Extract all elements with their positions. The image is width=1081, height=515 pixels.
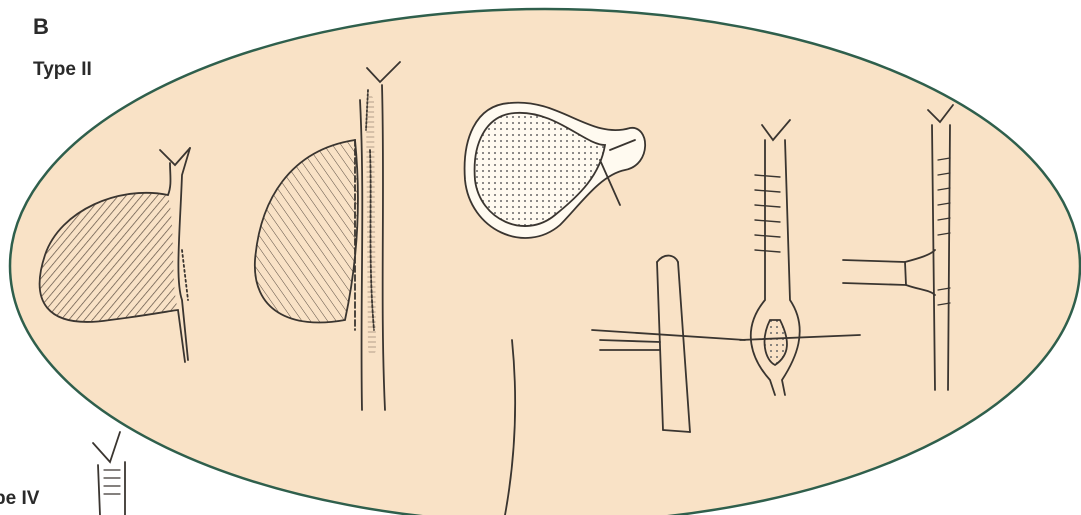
drawing-type-iv-duct xyxy=(93,432,125,515)
type-iv-label: pe IV xyxy=(0,488,39,510)
type-label: Type II xyxy=(33,59,92,81)
